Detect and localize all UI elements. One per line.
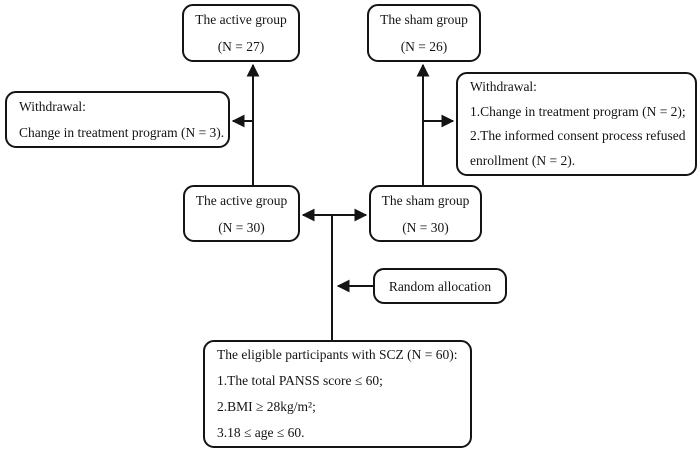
box-random-allocation: Random allocation [373,268,507,304]
box-line: (N = 26) [400,39,448,54]
box-line: (N = 27) [217,39,265,54]
box-line: The active group [195,192,288,208]
box-active-group-n30: The active group (N = 30) [183,185,300,242]
box-line: Change in treatment program (N = 3). [19,124,225,140]
box-line: The sham group [380,12,468,27]
box-withdrawal-left: Withdrawal: Change in treatment program … [5,91,230,148]
box-line: The active group [195,12,287,27]
box-sham-group-n30: The sham group (N = 30) [369,185,482,242]
box-line: (N = 30) [218,219,265,235]
box-line: Random allocation [388,278,492,294]
box-eligible-participants: The eligible participants with SCZ (N = … [203,340,472,448]
box-active-group-n27: The active group (N = 27) [182,4,300,62]
box-line: The sham group [381,192,470,208]
box-line: Withdrawal: [19,98,86,114]
box-line: 1.The total PANSS score ≤ 60; [217,373,383,388]
box-line: 2.BMI ≥ 28kg/m²; [217,399,316,414]
box-sham-group-n26: The sham group (N = 26) [367,4,481,62]
box-withdrawal-right: Withdrawal: 1.Change in treatment progra… [456,72,697,176]
box-line: 3.18 ≤ age ≤ 60. [217,425,305,440]
box-line: 1.Change in treatment program (N = 2); [470,103,686,119]
box-line: (N = 30) [402,219,449,235]
box-line: 2.The informed consent process refused [470,128,686,143]
box-line: enrollment (N = 2). [470,152,576,168]
box-line: Withdrawal: [470,79,537,94]
box-line: The eligible participants with SCZ (N = … [217,347,458,362]
